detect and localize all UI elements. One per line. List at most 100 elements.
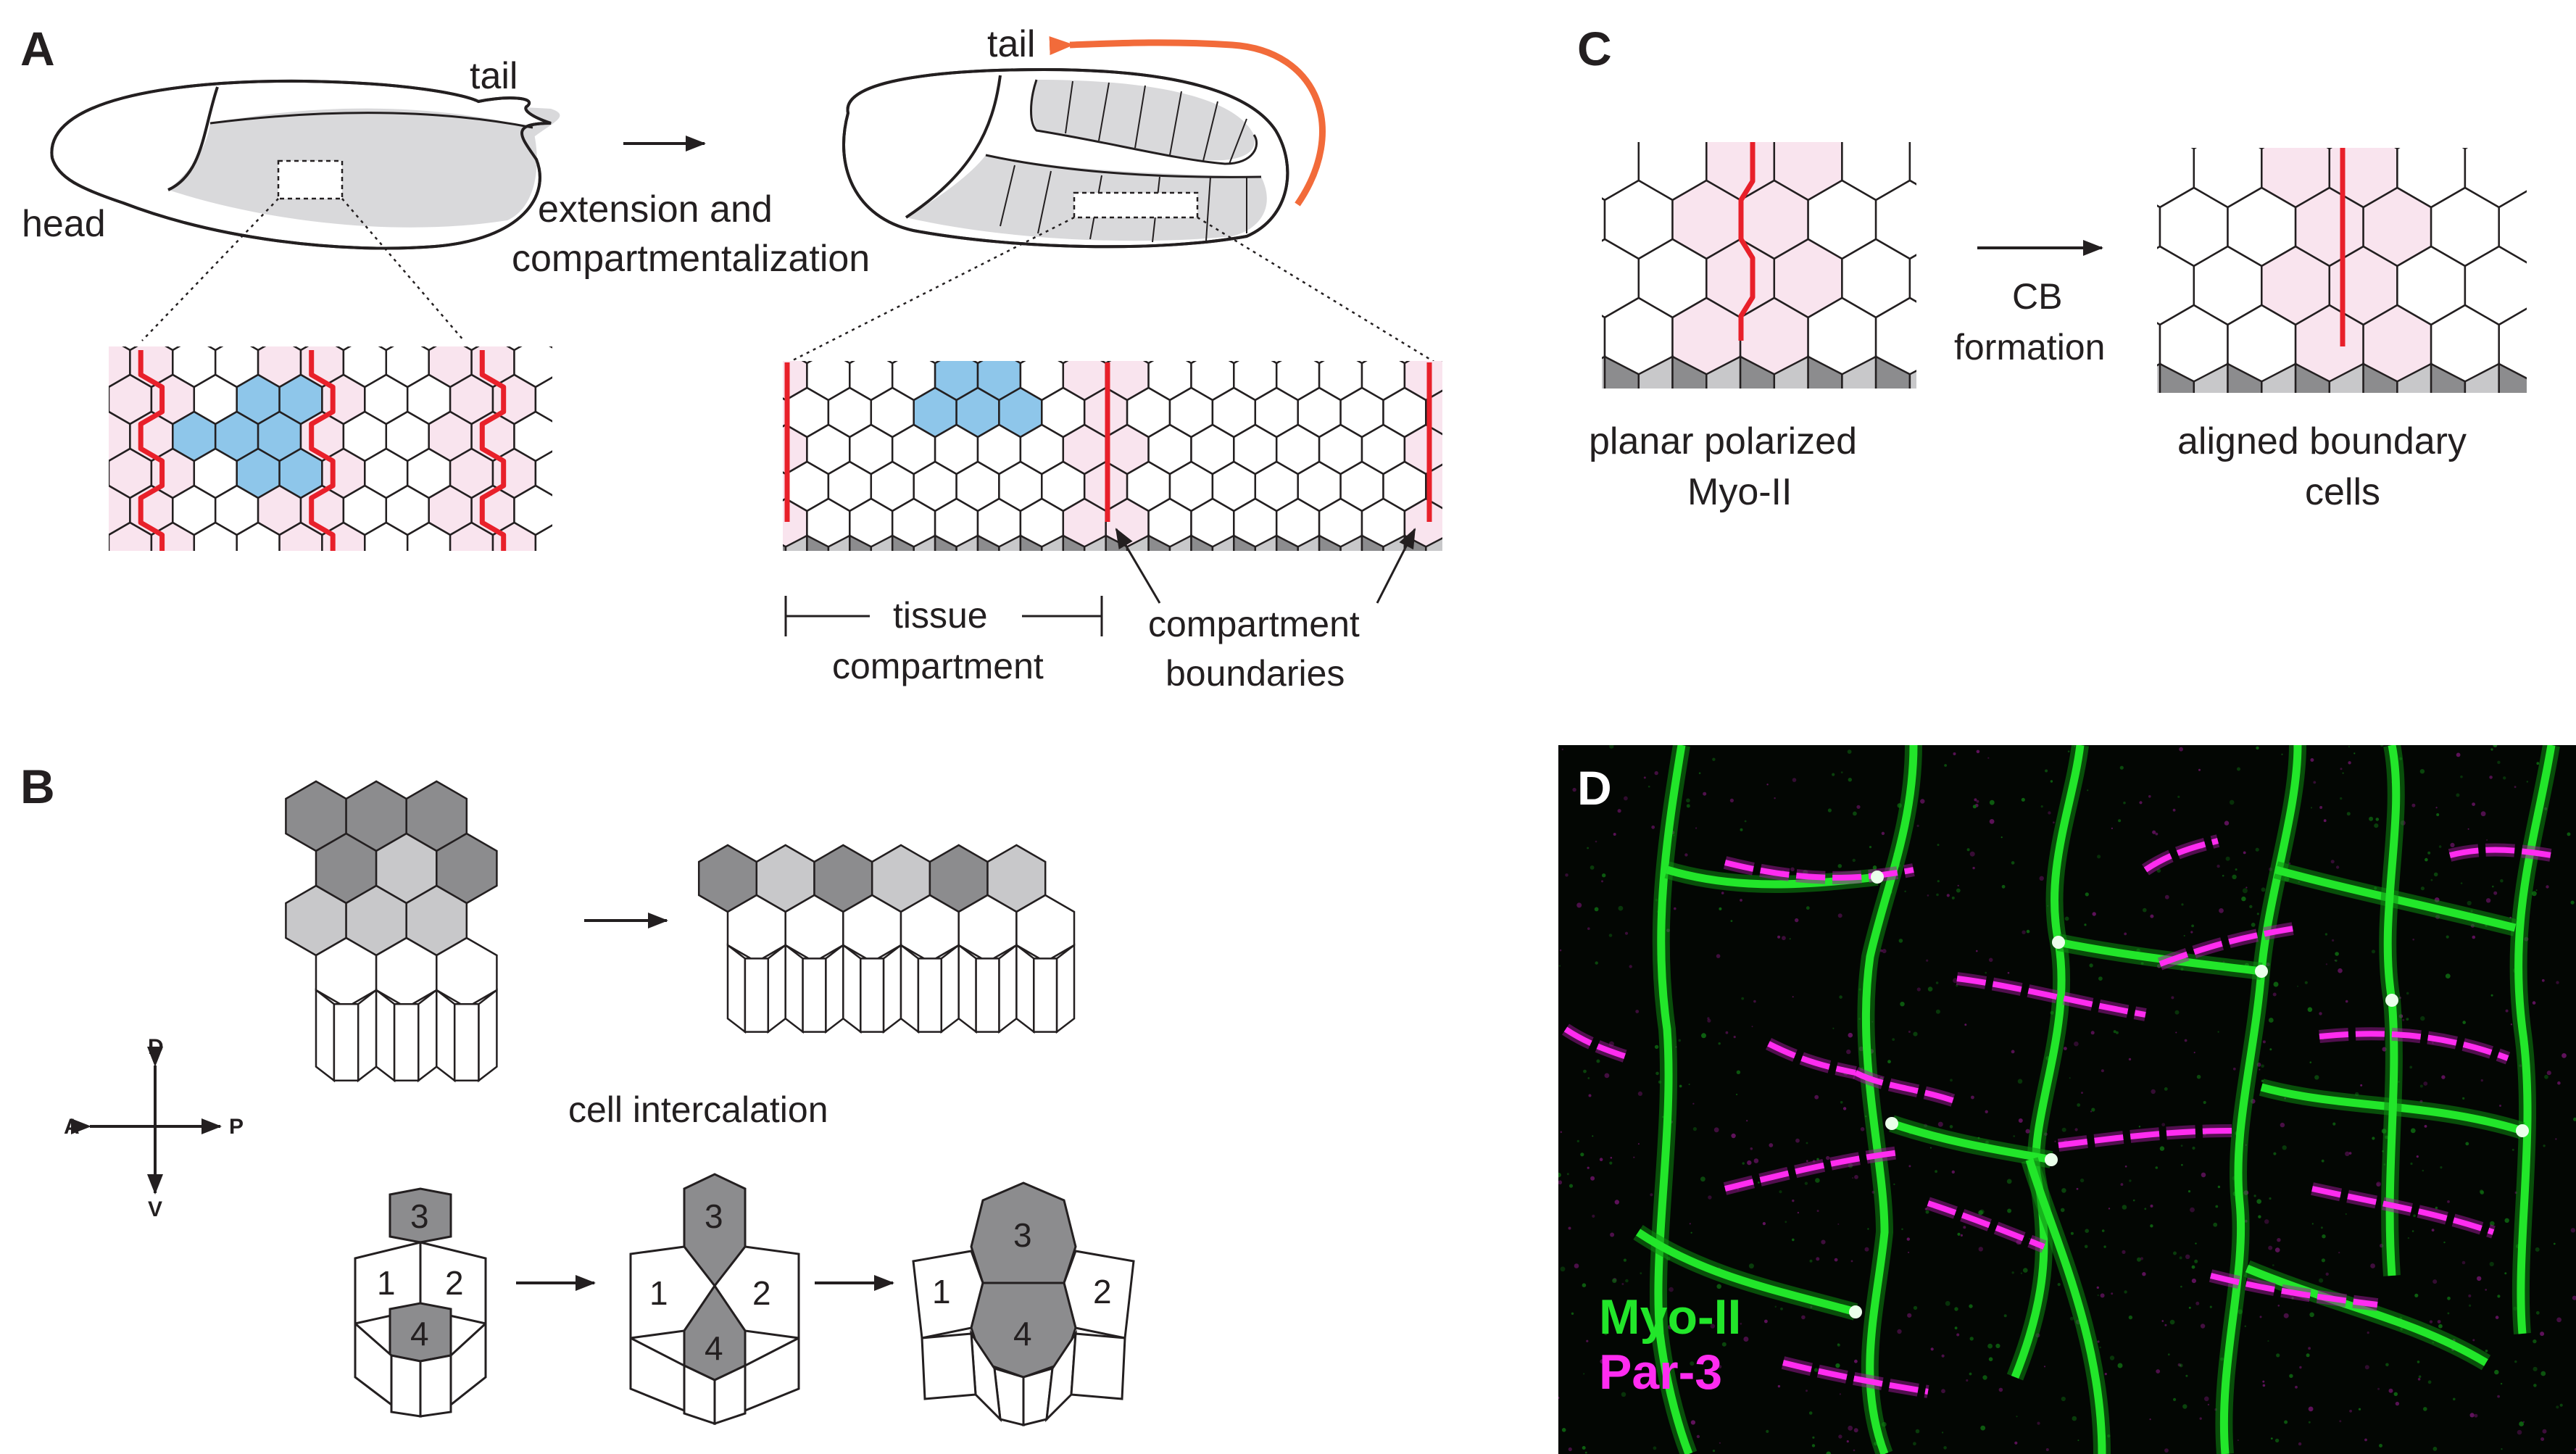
speckle <box>2472 935 2476 939</box>
myo-ii-signal <box>2011 745 2085 1379</box>
speckle <box>1624 796 1628 801</box>
speckle <box>2274 1438 2280 1443</box>
speckle <box>1692 1127 1697 1131</box>
speckle <box>2281 753 2283 756</box>
prism-side <box>998 943 1018 1034</box>
prism-side <box>322 560 344 602</box>
speckle <box>2193 1052 2195 1054</box>
speckle <box>2385 1363 2389 1367</box>
speckle <box>2555 1138 2557 1140</box>
speckle <box>1949 1125 1953 1129</box>
speckle <box>2177 795 2180 798</box>
speckle <box>2074 1128 2078 1131</box>
speckle <box>1887 1060 1891 1064</box>
prism-side <box>891 533 915 551</box>
speckle <box>2262 1380 2265 1383</box>
speckle <box>2307 1007 2313 1013</box>
speckle <box>2510 1023 2513 1026</box>
speckle <box>1587 1077 1590 1079</box>
speckle <box>2262 1040 2266 1044</box>
speckle <box>1698 772 1701 774</box>
prism-side <box>2227 362 2263 393</box>
speckle <box>1908 1031 1911 1033</box>
colocalization-spot <box>2052 936 2065 949</box>
speckle <box>2161 1320 2164 1322</box>
speckle <box>1653 1446 1657 1450</box>
prism-face <box>344 560 365 602</box>
speckle <box>1748 1263 1754 1269</box>
speckle <box>1900 1002 1905 1007</box>
speckle <box>2060 1208 2065 1213</box>
speckle <box>2244 1325 2246 1327</box>
speckle <box>2460 882 2463 884</box>
speckle <box>1674 907 1677 910</box>
speckle <box>1648 785 1650 788</box>
label-cb: CB <box>2012 276 2062 317</box>
speckle <box>1621 1283 1624 1285</box>
par-3-signal <box>1563 1026 1632 1061</box>
speckle <box>2522 1421 2525 1424</box>
speckle <box>2077 1103 2081 1107</box>
cell <box>783 397 787 428</box>
t1-stage-1-cell-4: 4 <box>410 1315 429 1353</box>
speckle <box>2546 1071 2551 1076</box>
speckle <box>2142 1272 2146 1276</box>
speckle <box>2304 981 2308 984</box>
speckle <box>1654 770 1658 776</box>
speckle <box>1904 890 1906 893</box>
prism-side <box>2294 362 2331 393</box>
speckle <box>1740 899 1742 902</box>
speckle <box>2423 1081 2428 1086</box>
speckle <box>2070 1231 2074 1235</box>
speckle <box>1669 1287 1674 1292</box>
speckle <box>1750 1147 1753 1150</box>
colocalization-spot <box>1849 1305 1862 1318</box>
speckle <box>2443 1241 2446 1244</box>
prism-face <box>333 1002 360 1082</box>
speckle <box>1976 950 1978 952</box>
speckle <box>2435 807 2438 809</box>
prism-face <box>1773 354 1809 389</box>
cell <box>722 425 765 474</box>
speckle <box>1586 1339 1589 1342</box>
speckle <box>2494 1369 2499 1375</box>
myo-ii-signal <box>2025 1158 2106 1454</box>
speckle <box>2190 931 2193 934</box>
speckle <box>1637 1143 1640 1145</box>
speckle <box>2092 912 2096 916</box>
speckle <box>1937 880 1940 883</box>
speckle <box>1601 880 1603 883</box>
speckle <box>2453 1397 2456 1401</box>
myo-ii-signal <box>2245 1264 2488 1366</box>
speckle <box>2495 1316 2499 1319</box>
speckle <box>2267 1340 2269 1342</box>
speckle <box>1588 1094 1592 1097</box>
speckle <box>2011 1271 2014 1274</box>
speckle <box>2536 762 2540 765</box>
speckle <box>2462 1097 2465 1100</box>
speckle <box>2150 1224 2153 1228</box>
speckle <box>1621 1392 1626 1397</box>
speckle <box>2535 1247 2540 1252</box>
speckle <box>1882 949 1887 954</box>
speckle <box>2076 1187 2079 1190</box>
speckle <box>2109 1355 2115 1360</box>
par-3-signal <box>2058 1128 2233 1148</box>
cell <box>557 412 599 461</box>
micrograph <box>1558 745 2576 1454</box>
speckle <box>2272 992 2277 997</box>
speckle <box>2367 1332 2369 1334</box>
speckle <box>2164 1324 2167 1326</box>
speckle <box>1712 1450 1716 1453</box>
cell <box>2058 246 2127 325</box>
speckle <box>1766 1429 1769 1433</box>
speckle <box>2345 1000 2348 1003</box>
prism-face <box>1602 354 1606 389</box>
speckle <box>1848 778 1852 782</box>
speckle <box>2007 1208 2012 1213</box>
speckle <box>2407 1237 2410 1239</box>
prism-face <box>2328 362 2364 393</box>
speckle <box>1678 1039 1682 1042</box>
prism-face <box>88 560 109 602</box>
prism-face <box>1041 533 1065 551</box>
